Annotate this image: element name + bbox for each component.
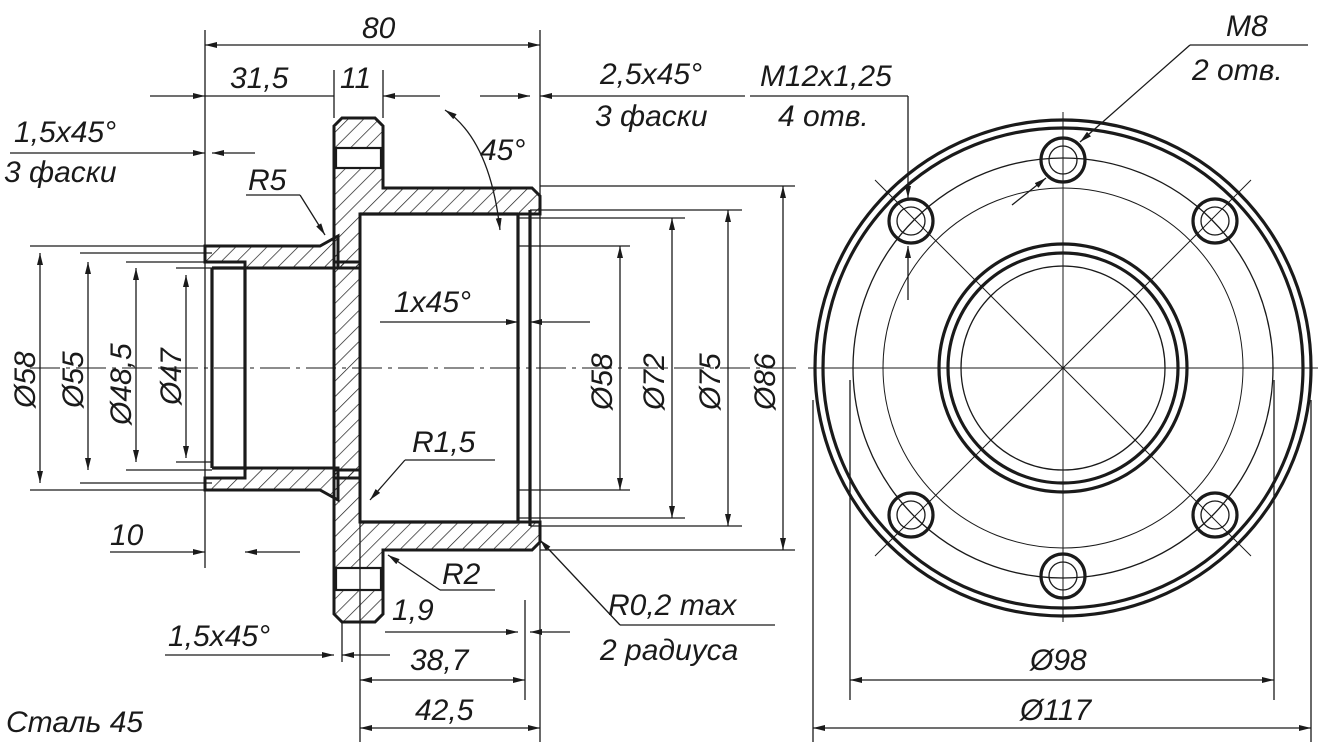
bolt-hole-bottom	[1039, 552, 1087, 600]
dim-fillet-r1-5: R1,5	[412, 426, 476, 459]
dim-thread-top-note: 4 отв.	[778, 100, 869, 133]
dim-fillet-r5: R5	[248, 164, 287, 197]
dim-fillet-r0-2: R0,2 max	[608, 589, 737, 622]
dim-hub-length: 31,5	[230, 62, 289, 95]
dim-d58-inner: Ø58	[586, 353, 619, 411]
dim-left-offset: 10	[110, 519, 144, 552]
dim-chamfer-left-top-note: 3 фаски	[4, 156, 117, 189]
dim-bore-depth-b: 42,5	[415, 694, 474, 727]
bolt-hole-upper-right	[1191, 197, 1239, 245]
dim-d72: Ø72	[638, 353, 671, 411]
dim-chamfer-left-top: 1,5x45°	[14, 116, 116, 149]
dim-groove: 1,9	[392, 594, 434, 627]
dim-d98: Ø98	[1029, 644, 1087, 677]
dim-chamfer-right-top: 2,5x45°	[599, 58, 702, 91]
bolt-holes	[887, 136, 1239, 600]
front-view-labels: M12x1,25 4 отв. M8 2 отв. Ø98 Ø117	[760, 10, 1283, 727]
front-center-lines	[808, 112, 1318, 622]
side-view-labels: 80 31,5 11 2,5x45° 3 фаски 1,5x45° 3 фас…	[4, 12, 782, 727]
dim-chamfer-right-top-note: 3 фаски	[595, 100, 708, 133]
dim-fillet-r0-2-note: 2 радиуса	[599, 634, 738, 667]
bolt-hole-top	[1039, 136, 1087, 184]
dim-d58-outer: Ø58	[9, 351, 42, 409]
dim-d47: Ø47	[155, 347, 188, 406]
section-hatching	[203, 116, 542, 624]
material-label: Сталь 45	[6, 706, 143, 739]
bolt-hole-upper-left	[887, 197, 935, 245]
front-dimension-lines	[750, 44, 1312, 742]
dim-flange-thickness: 11	[340, 62, 371, 95]
side-section-view: 80 31,5 11 2,5x45° 3 фаски 1,5x45° 3 фас…	[4, 12, 800, 742]
front-view: M12x1,25 4 отв. M8 2 отв. Ø98 Ø117	[750, 10, 1318, 742]
dim-hole-m8: M8	[1226, 10, 1268, 43]
dim-d48-5: Ø48,5	[105, 343, 138, 426]
dim-thread-top: M12x1,25	[760, 60, 892, 93]
dim-d86: Ø86	[749, 353, 782, 411]
dim-overall-length: 80	[362, 12, 396, 45]
bolt-hole-lower-left	[887, 491, 935, 539]
dim-d75: Ø75	[694, 353, 727, 411]
bolt-hole-lower-right	[1191, 491, 1239, 539]
dim-d117: Ø117	[1019, 694, 1092, 727]
dim-chamfer-bottom: 1,5x45°	[168, 620, 270, 653]
dim-fillet-r2: R2	[442, 558, 481, 591]
dim-angle-45: 45°	[480, 134, 525, 167]
dim-hole-m8-note: 2 отв.	[1191, 54, 1283, 87]
flange-hole-bottom	[334, 566, 383, 592]
dim-d55: Ø55	[57, 351, 90, 409]
flange-hole-top	[334, 146, 383, 170]
dim-chamfer-inner: 1x45°	[394, 286, 471, 319]
dim-bore-depth-a: 38,7	[410, 644, 470, 677]
